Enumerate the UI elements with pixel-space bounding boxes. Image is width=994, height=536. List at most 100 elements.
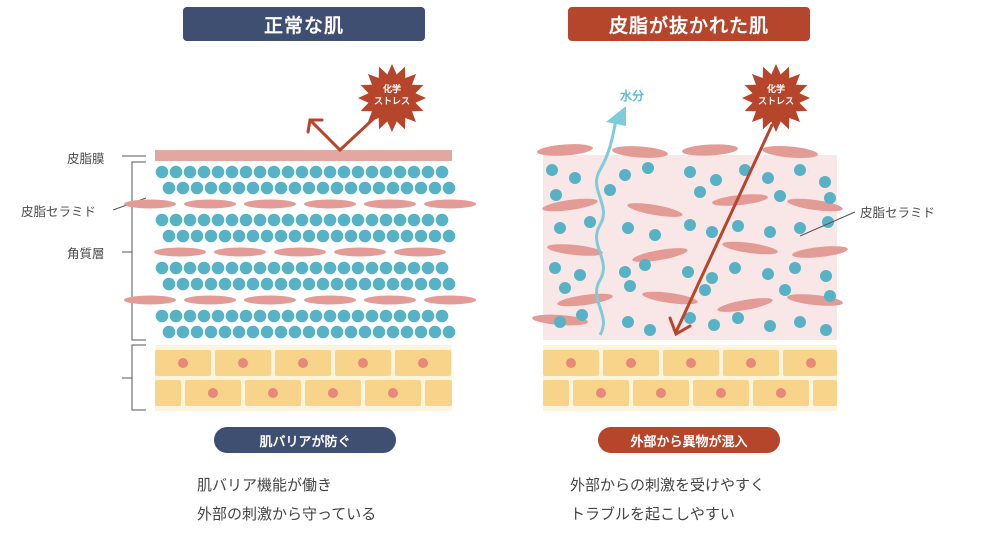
ceramide-dot [218, 325, 232, 339]
ceramide-dot [435, 309, 449, 323]
ceramide-dot [323, 165, 337, 179]
ceramide-dot [344, 325, 358, 339]
ceramide-dot [414, 181, 428, 195]
label-stratum: 角質層 [67, 246, 105, 261]
ceramide-dot [604, 184, 616, 196]
ceramide-dot [197, 309, 211, 323]
ceramide-dot [400, 325, 414, 339]
ceramide-dot [302, 229, 316, 243]
lipid-band [717, 298, 773, 312]
ceramide-dot [274, 277, 288, 291]
left-title-banner: 正常な肌 [183, 7, 425, 41]
ceramide-dot [190, 325, 204, 339]
ceramide-dot [386, 181, 400, 195]
lipid-band [244, 295, 296, 305]
ceramide-dot [176, 181, 190, 195]
ceramide-dot [400, 277, 414, 291]
right-ceramide-leader [799, 211, 856, 237]
ceramide-dot [309, 261, 323, 275]
lipid-band [612, 146, 668, 158]
ceramide-dot [281, 309, 295, 323]
ceramide-dot [337, 213, 351, 227]
ceramide-dot [435, 213, 449, 227]
ceramide-dot [400, 229, 414, 243]
label-ceramide-right: 皮脂セラミド [860, 205, 936, 220]
ceramide-dot [794, 316, 806, 328]
ceramide-dot [644, 324, 656, 336]
ceramide-dot [288, 181, 302, 195]
ceramide-dot [155, 309, 169, 323]
ceramide-dot [619, 266, 631, 278]
ceramide-dot [337, 165, 351, 179]
lipid-band [787, 198, 843, 212]
ceramide-dot [386, 277, 400, 291]
ceramide-dot [232, 277, 246, 291]
ceramide-dot [344, 181, 358, 195]
ceramide-dot [442, 229, 456, 243]
ceramide-dot [421, 165, 435, 179]
ceramide-dot [239, 261, 253, 275]
ceramide-dot [267, 165, 281, 179]
ceramide-dot [762, 268, 774, 280]
ceramide-dot [260, 277, 274, 291]
ceramide-dot [316, 325, 330, 339]
cell-nucleus [596, 388, 606, 398]
ceramide-dot [225, 165, 239, 179]
lipid-band [424, 295, 476, 305]
ceramide-dot [190, 229, 204, 243]
cell-nucleus [238, 358, 248, 368]
ceramide-dot [351, 165, 365, 179]
lipid-band [184, 199, 236, 209]
ceramide-dot [549, 262, 561, 274]
left-desc-line1: 肌バリア機能が働き [197, 476, 333, 494]
right-desc-line1: 外部からの刺激を受けやすく [570, 476, 766, 494]
ceramide-dot [253, 261, 267, 275]
ceramide-dot [155, 165, 169, 179]
ceramide-dot [622, 316, 634, 328]
ceramide-dot [546, 164, 558, 176]
ceramide-dot [253, 165, 267, 179]
right-title-banner: 皮脂が抜かれた肌 [568, 7, 810, 41]
skin-cell [543, 380, 569, 406]
ceramide-dot [246, 181, 260, 195]
left-stress-line2: ストレス [374, 96, 410, 107]
lipid-band [364, 199, 416, 209]
lipid-band [184, 295, 236, 305]
ceramide-dot [225, 309, 239, 323]
ceramide-dot [407, 261, 421, 275]
ceramide-dot [176, 229, 190, 243]
ceramide-dot [351, 213, 365, 227]
ceramide-dot [824, 290, 836, 302]
ceramide-dot [288, 229, 302, 243]
right-description: 外部からの刺激を受けやすく トラブルを起こしやすい [570, 471, 765, 529]
cell-nucleus [746, 358, 756, 368]
ceramide-dot [358, 229, 372, 243]
lipid-band [762, 146, 818, 158]
ceramide-dot [330, 229, 344, 243]
right-penetrate-arrow [668, 123, 774, 337]
cell-nucleus [776, 388, 786, 398]
ceramide-dot [739, 164, 751, 176]
ceramide-dot [762, 172, 774, 184]
right-stress-line2: ストレス [758, 96, 794, 107]
ceramide-dot [302, 277, 316, 291]
ceramide-dot [316, 229, 330, 243]
ceramide-dot [169, 261, 183, 275]
left-title: 正常な肌 [263, 14, 344, 37]
ceramide-dot [351, 309, 365, 323]
lipid-band [712, 194, 768, 206]
ceramide-dot [729, 262, 741, 274]
ceramide-dot [211, 309, 225, 323]
ceramide-dot [309, 165, 323, 179]
ceramide-dot [774, 190, 786, 202]
cell-nucleus [716, 388, 726, 398]
ceramide-dot [295, 213, 309, 227]
ceramide-dot [789, 262, 801, 274]
ceramide-dot [407, 213, 421, 227]
skin-cell [425, 380, 452, 406]
ceramide-dot [358, 277, 372, 291]
ceramide-dot [267, 213, 281, 227]
left-stress-burst: 化学 ストレス [358, 64, 426, 132]
ceramide-dot [295, 165, 309, 179]
ceramide-dot [442, 181, 456, 195]
